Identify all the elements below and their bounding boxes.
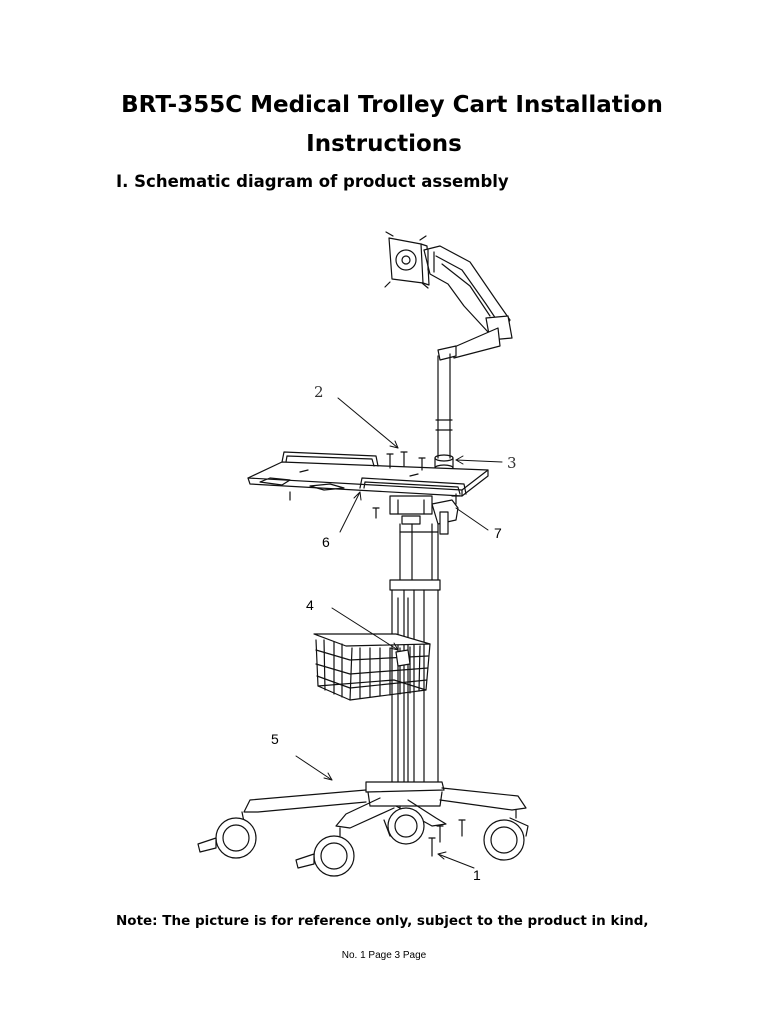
gas-spring-arm (424, 246, 512, 360)
document-title-line2: Instructions (306, 131, 462, 157)
top-tray (248, 452, 488, 496)
document-title-line1: BRT-355C Medical Trolley Cart Installati… (121, 92, 663, 118)
wire-basket (314, 634, 430, 700)
screws (290, 452, 425, 518)
section-heading: I. Schematic diagram of product assembly (116, 172, 509, 191)
page-footer: No. 1 Page 3 Page (341, 950, 427, 961)
reference-note: Note: The picture is for reference only,… (116, 913, 649, 929)
callout-leaders (296, 398, 502, 868)
callout-3: 3 (507, 454, 517, 472)
monitor-pole (435, 354, 453, 471)
caster-base (244, 782, 526, 828)
callout-2: 2 (314, 383, 324, 401)
callout-4: 4 (306, 597, 314, 613)
callout-5: 5 (271, 731, 279, 747)
callout-1: 1 (473, 867, 481, 883)
callout-6: 6 (322, 534, 330, 550)
main-column (390, 524, 440, 788)
base-screws (429, 820, 465, 856)
callout-7: 7 (494, 525, 502, 541)
column-head (390, 494, 460, 534)
vesa-plate (385, 232, 429, 288)
casters (198, 806, 528, 876)
